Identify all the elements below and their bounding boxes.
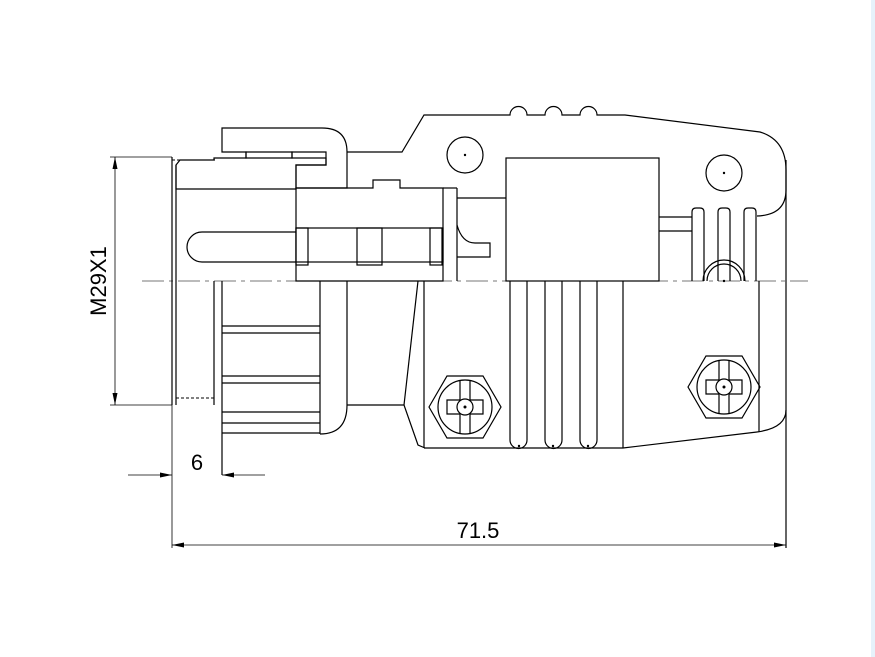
length-dimension: 71.5 [172, 518, 786, 548]
flange-label: 6 [191, 450, 203, 475]
coupling-face [171, 157, 223, 475]
length-label: 71.5 [457, 518, 500, 543]
coupling-nut-body [222, 280, 426, 449]
contact-pin [186, 224, 491, 266]
thread-dimension: M29X1 [86, 156, 172, 406]
cable-clamp [659, 207, 757, 283]
insulator-section [295, 179, 444, 282]
clamp-block [505, 157, 660, 282]
flange-dimension: 6 [128, 405, 265, 548]
screw-icon [428, 375, 502, 439]
grip-grooves [509, 281, 624, 450]
edge-strip [871, 0, 875, 657]
housing-outline [347, 105, 787, 217]
screw-icon [687, 355, 761, 419]
thread-label: M29X1 [86, 246, 111, 316]
mounting-hole-icon [705, 154, 743, 192]
mounting-hole-icon [446, 136, 484, 174]
